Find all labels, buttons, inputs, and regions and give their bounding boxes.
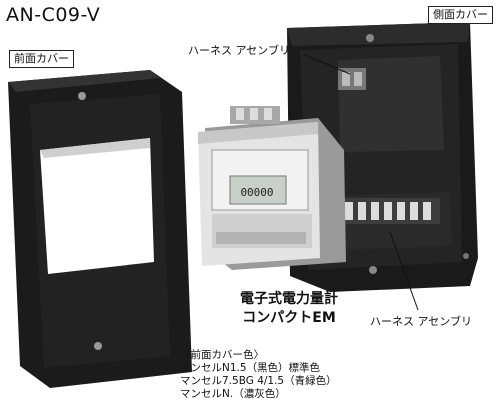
harness-connector-top [338, 68, 366, 90]
harness-assembly-label-bottom: ハーネス アセンブリ [370, 315, 472, 328]
color-item: マンセル7.5BG 4/1.5（青緑色） [180, 375, 337, 387]
callout-line-bottom [389, 231, 419, 311]
product-name-line1: 電子式電力量計 [240, 291, 338, 307]
color-item: マンセルN1.5（黒色）標準色 [180, 362, 321, 374]
front-cover-colors: 〈前面カバー色〉 マンセルN1.5（黒色）標準色 マンセル7.5BG 4/1.5… [180, 349, 337, 401]
product-name-line2: コンパクトEM [242, 310, 336, 326]
harness-terminal-block [340, 198, 440, 224]
product-name: 電子式電力量計 コンパクトEM [224, 290, 354, 328]
side-cover-label: 側面カバー [428, 6, 493, 24]
meter-display-readout: 00000 [240, 186, 274, 199]
model-number: AN-C09-V [6, 4, 101, 26]
front-cover-label: 前面カバー [9, 50, 74, 68]
meter-unit [198, 106, 346, 270]
front-cover-colors-heading: 〈前面カバー色〉 [180, 349, 264, 361]
front-cover-panel [8, 70, 192, 388]
callout-line-top [304, 54, 351, 75]
harness-assembly-label-top: ハーネス アセンブリ [188, 44, 290, 57]
color-item: マンセルN.（濃灰色） [180, 388, 286, 400]
